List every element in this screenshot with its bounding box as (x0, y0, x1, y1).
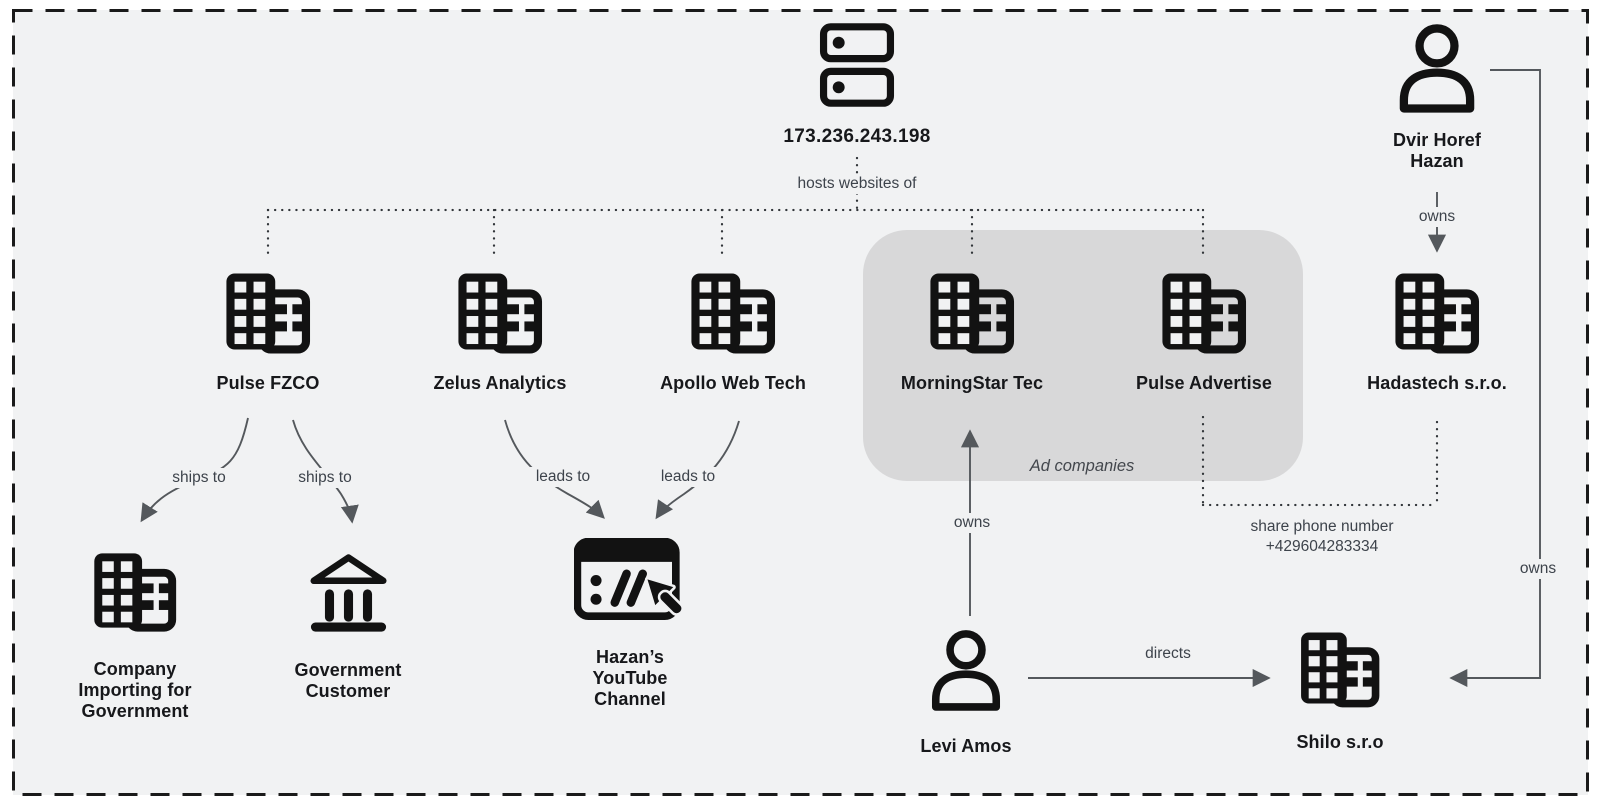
relation-dvir-owns-hadastech: owns (1411, 207, 1463, 228)
relation-share-phone-number: share phone number +429604283334 (1250, 517, 1393, 557)
node-zelus-analytics[interactable]: Zelus Analytics (420, 268, 580, 394)
node-pulse-advertise[interactable]: Pulse Advertise (1124, 268, 1284, 394)
node-label: Shilo s.r.o (1296, 732, 1384, 752)
node-hadastech-sro[interactable]: Hadastech s.r.o. (1352, 268, 1522, 394)
building-icon (221, 268, 315, 355)
browser-cursor-icon (574, 538, 686, 635)
node-label: Hazan’s YouTube Channel (592, 647, 668, 710)
node-government-customer[interactable]: Government Customer (280, 551, 416, 702)
ad-companies-group-label: Ad companies (1029, 457, 1135, 475)
person-icon (924, 626, 1008, 714)
node-shilo-sro[interactable]: Shilo s.r.o (1270, 624, 1410, 753)
node-label: Levi Amos (920, 736, 1012, 756)
node-dvir-horef-hazan[interactable]: Dvir Horef Hazan (1377, 22, 1497, 172)
node-morningstar-tec[interactable]: MorningStar Tec (892, 268, 1052, 394)
edge-leads-to-from-zelus (504, 419, 605, 519)
node-label: Hadastech s.r.o. (1367, 373, 1507, 393)
building-icon (453, 268, 547, 355)
node-label: Apollo Web Tech (660, 373, 806, 393)
ad-companies-group (863, 230, 1303, 481)
building-icon (686, 268, 780, 355)
node-label: Pulse Advertise (1136, 373, 1272, 393)
relation-leads-to-from-zelus: leads to (528, 467, 598, 488)
node-pulse-fzco[interactable]: Pulse FZCO (188, 268, 348, 394)
node-label: Government Customer (294, 660, 402, 702)
relation-ships-to-importer: ships to (165, 468, 233, 489)
relation-leads-to-from-apollo: leads to (653, 467, 723, 488)
diagram-border (12, 9, 1589, 796)
edge-dvir-owns-shilo (1449, 69, 1541, 688)
person-icon (1391, 22, 1483, 114)
relation-dvir-owns-shilo: owns (1512, 559, 1564, 580)
node-server[interactable]: 173.236.243.198 (777, 22, 937, 148)
edge-ships-to-gov (292, 419, 359, 524)
node-company-importing-for-government[interactable]: Company Importing for Government (72, 548, 198, 723)
edge-leads-to-from-apollo (655, 420, 740, 520)
building-icon (925, 268, 1019, 355)
relation-levi-directs-shilo: directs (1145, 645, 1191, 662)
server-ip-label: 173.236.243.198 (783, 126, 931, 147)
node-apollo-web-tech[interactable]: Apollo Web Tech (653, 268, 813, 394)
server-icon (817, 22, 897, 108)
building-icon (89, 548, 181, 633)
node-label: Zelus Analytics (433, 373, 567, 393)
building-icon (1296, 624, 1384, 712)
node-hazans-youtube-channel[interactable]: Hazan’s YouTube Channel (582, 538, 678, 711)
bank-icon (305, 551, 392, 632)
relation-levi-owns-morningstar: owns (946, 513, 998, 534)
node-label: Company Importing for Government (78, 659, 192, 722)
share-phone-line2: +429604283334 (1265, 538, 1379, 556)
building-icon (1157, 268, 1251, 355)
share-phone-line1: share phone number (1250, 518, 1394, 535)
relation-ships-to-gov: ships to (291, 468, 359, 489)
node-levi-amos[interactable]: Levi Amos (896, 626, 1036, 757)
building-icon (1390, 268, 1484, 355)
relation-hosts-websites-of: hosts websites of (790, 174, 924, 195)
node-label: Pulse FZCO (216, 373, 320, 393)
node-label: Dvir Horef Hazan (1392, 130, 1482, 172)
node-label: MorningStar Tec (900, 373, 1044, 393)
